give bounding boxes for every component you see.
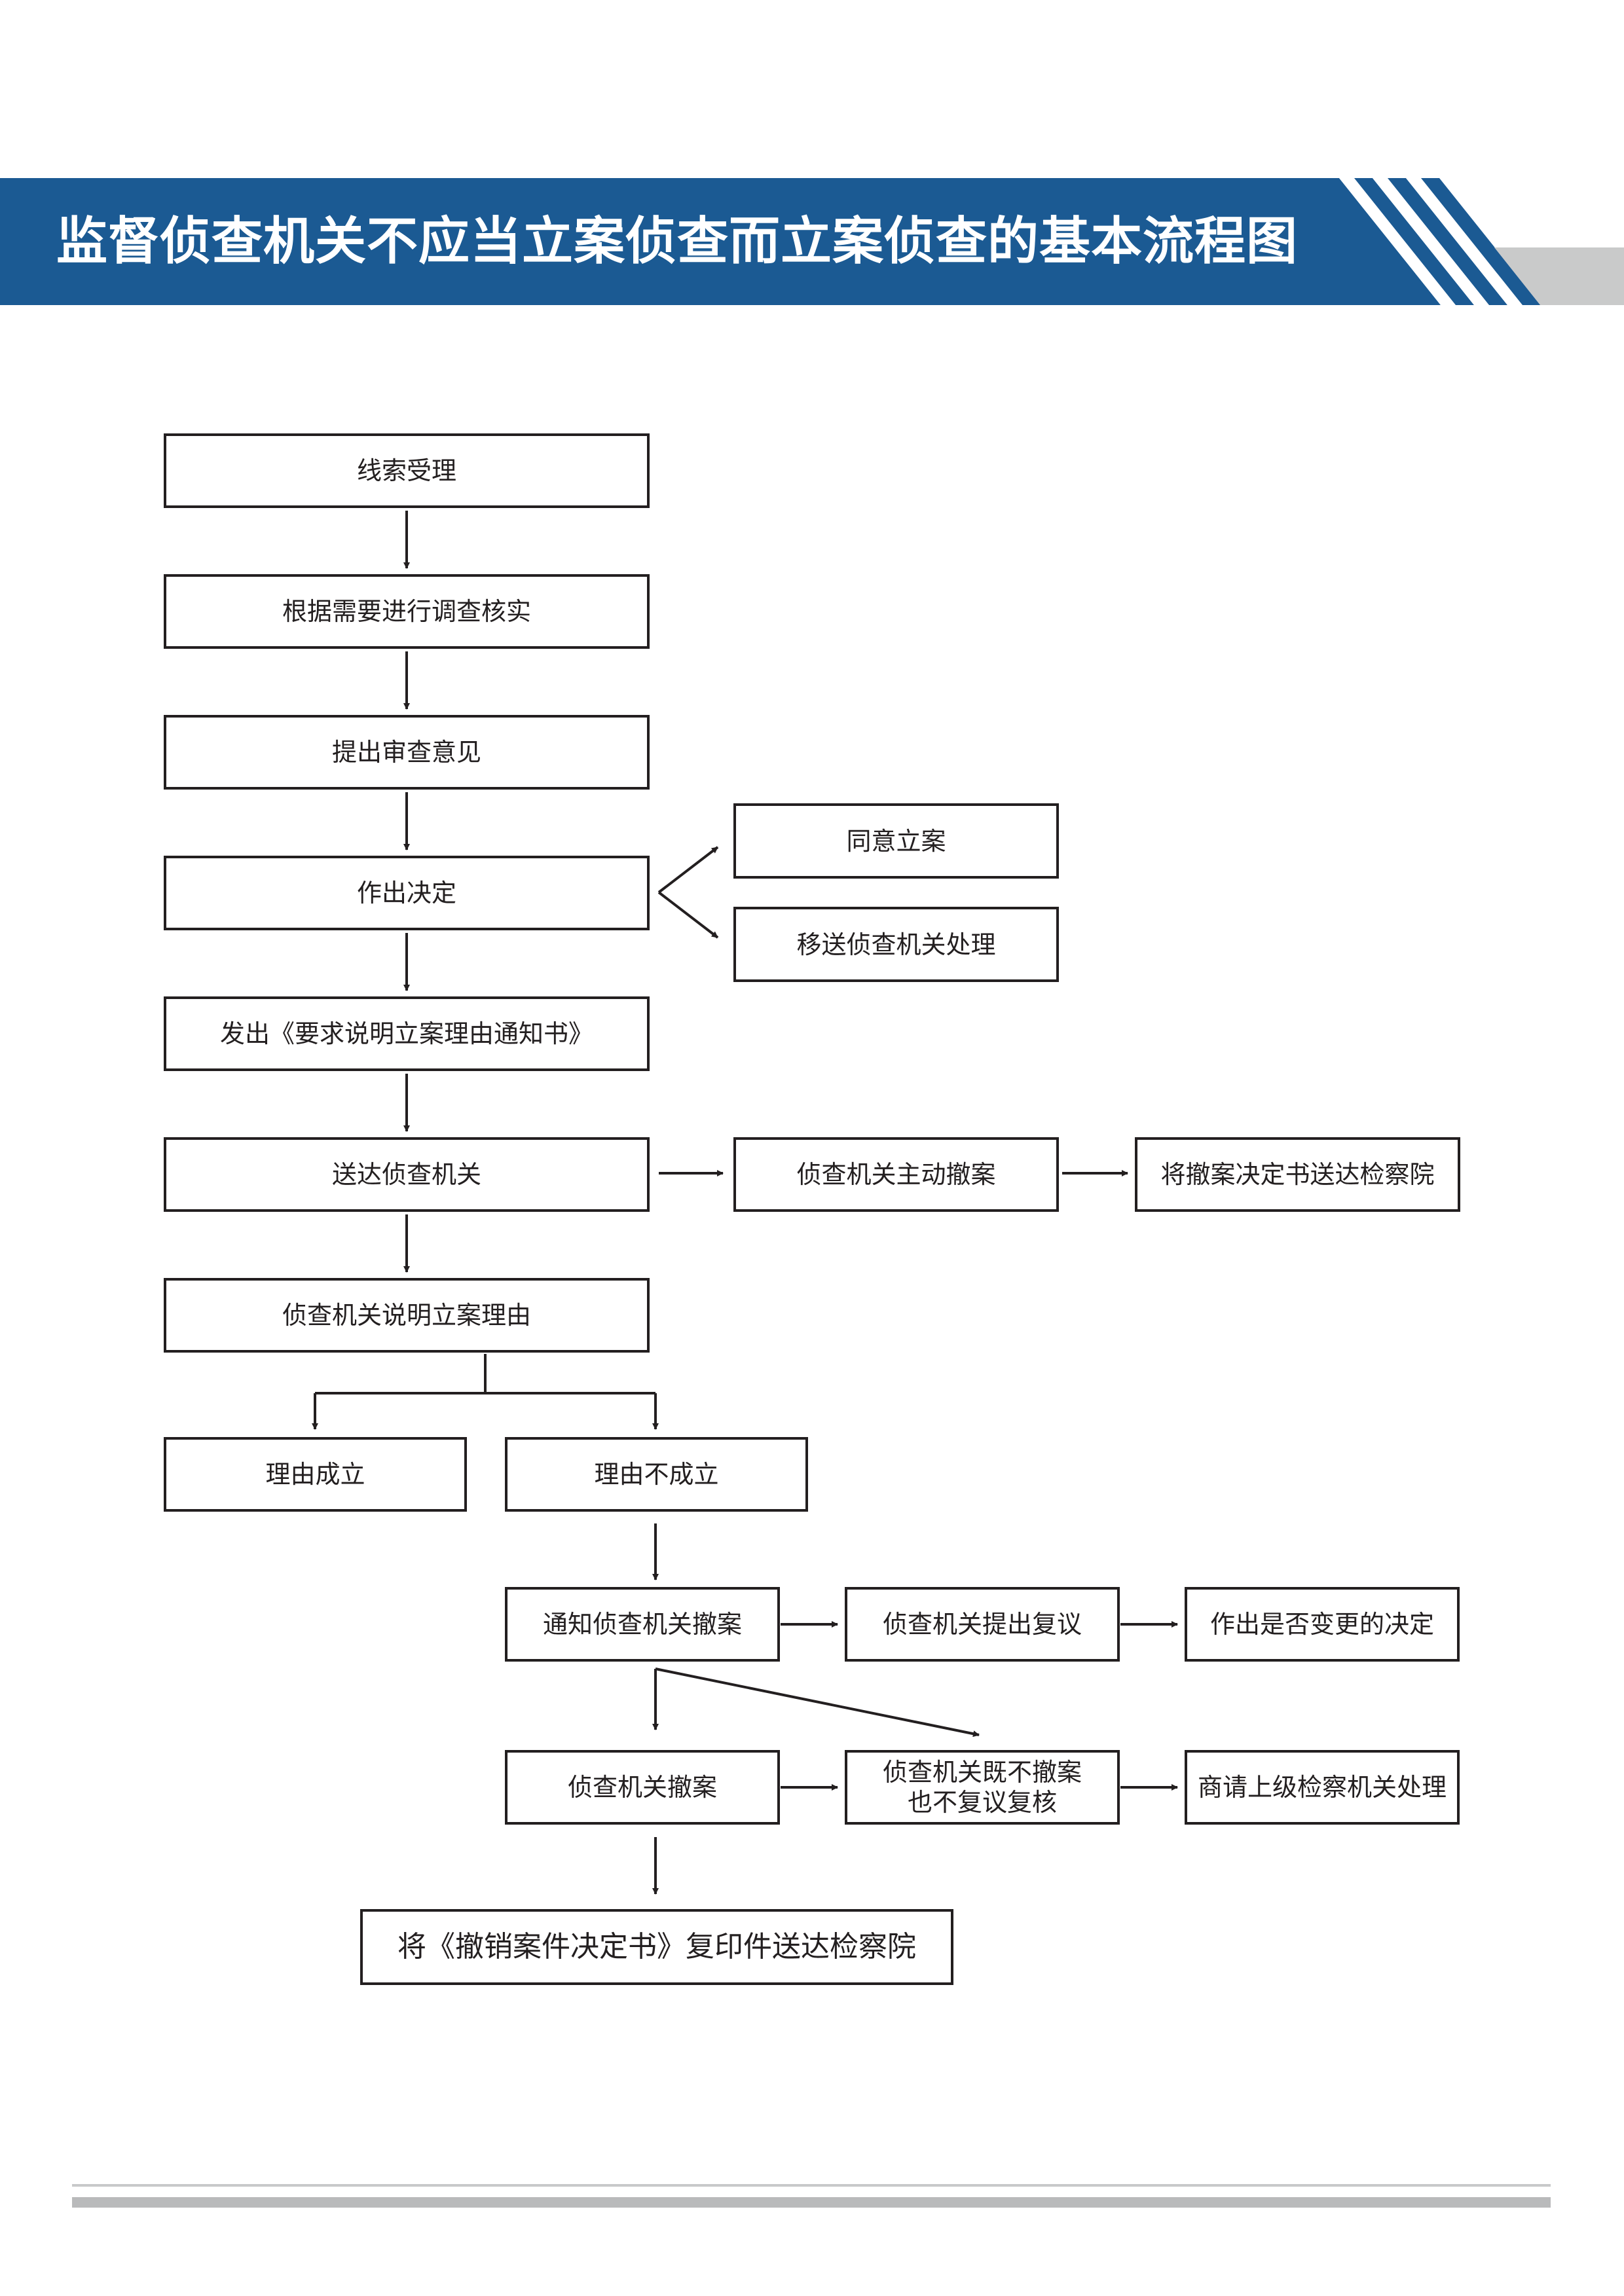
header-band bbox=[0, 178, 1624, 305]
box-clue-acceptance: 线索受理 bbox=[164, 433, 650, 508]
header-gray-tab bbox=[1494, 247, 1624, 305]
header-stripe-5 bbox=[1406, 178, 1522, 305]
arrow-notify-to-neither bbox=[655, 1667, 980, 1738]
box-make-decision: 作出决定 bbox=[164, 856, 650, 930]
box-notify-withdraw: 通知侦查机关撤案 bbox=[505, 1587, 780, 1662]
box-send-withdraw-decision: 将撤案决定书送达检察院 bbox=[1135, 1137, 1460, 1212]
arrow-decision-to-transfer bbox=[657, 891, 719, 939]
box-escalate-to-superior: 商请上级检察机关处理 bbox=[1185, 1750, 1460, 1825]
box-request-reconsideration: 侦查机关提出复议 bbox=[845, 1587, 1120, 1662]
box-reason-invalid: 理由不成立 bbox=[505, 1437, 808, 1512]
box-reason-valid: 理由成立 bbox=[164, 1437, 467, 1512]
arrow-decision-to-agree bbox=[657, 846, 719, 894]
header-blue-band bbox=[0, 178, 1441, 305]
box-decide-change: 作出是否变更的决定 bbox=[1185, 1587, 1460, 1662]
box-send-copy: 将《撤销案件决定书》复印件送达检察院 bbox=[360, 1909, 953, 1985]
header-stripe-4 bbox=[1388, 178, 1507, 305]
box-deliver-to-investigator: 送达侦查机关 bbox=[164, 1137, 650, 1212]
box-neither-withdraw-nor-review: 侦查机关既不撤案 也不复议复核 bbox=[845, 1750, 1120, 1825]
page-title: 监督侦查机关不应当立案侦查而立案侦查的基本流程图 bbox=[56, 212, 1299, 271]
box-transfer-to-investigator: 移送侦查机关处理 bbox=[733, 907, 1059, 982]
header-stripe-6 bbox=[1421, 178, 1541, 305]
box-review-opinion: 提出审查意见 bbox=[164, 715, 650, 790]
header-stripe-1 bbox=[1339, 178, 1456, 305]
box-investigator-withdraws: 侦查机关主动撤案 bbox=[733, 1137, 1059, 1212]
box-agree-file: 同意立案 bbox=[733, 803, 1059, 879]
box-investigate-verify: 根据需要进行调查核实 bbox=[164, 574, 650, 649]
header-stripe-2 bbox=[1354, 178, 1474, 305]
box-investigator-withdraws-case: 侦查机关撤案 bbox=[505, 1750, 780, 1825]
footer-rule-thick bbox=[72, 2197, 1551, 2208]
footer-rule-thin bbox=[72, 2184, 1551, 2187]
box-issue-notice: 发出《要求说明立案理由通知书》 bbox=[164, 996, 650, 1071]
box-investigator-explains: 侦查机关说明立案理由 bbox=[164, 1278, 650, 1353]
header-stripe-3 bbox=[1373, 178, 1489, 305]
